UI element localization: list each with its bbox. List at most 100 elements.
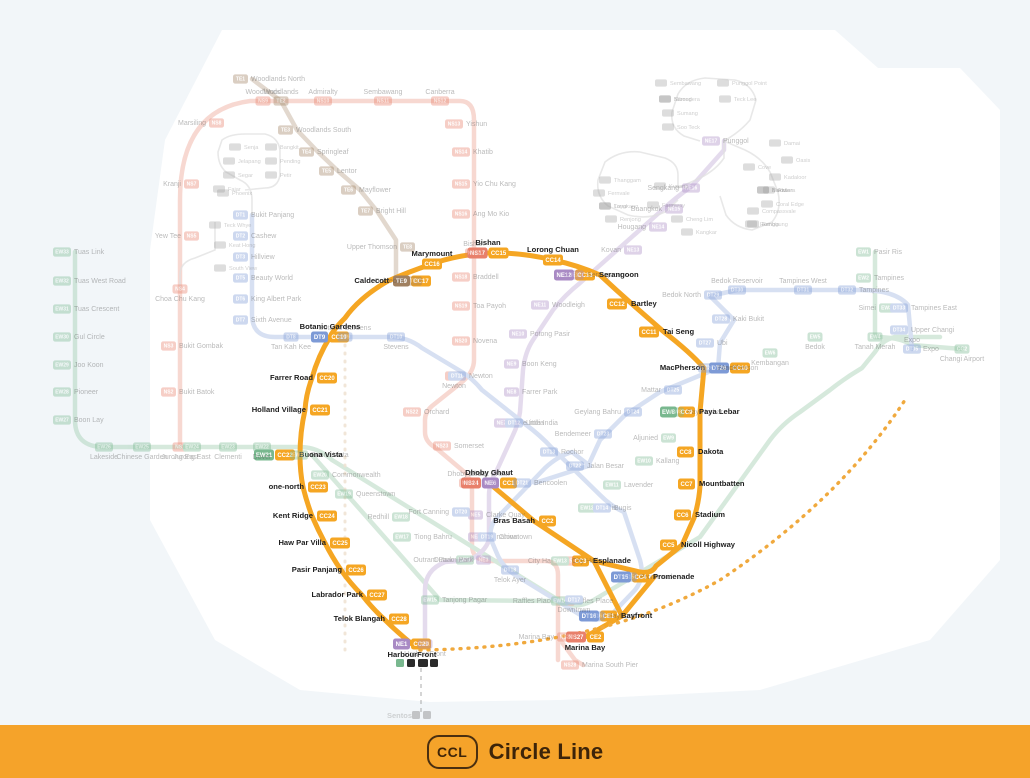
station-code-badge-dt15[interactable]: [611, 571, 631, 583]
station-code-text: NE16: [685, 186, 698, 192]
station-code-text: DT26: [712, 366, 727, 372]
station-code-text: DT19: [481, 535, 493, 541]
station-code-badge-ew8[interactable]: [660, 406, 677, 418]
station-code-badge-cc26[interactable]: [346, 564, 366, 576]
station-code-text: NS17: [468, 251, 481, 257]
station-code-badge-cc24[interactable]: [317, 510, 337, 522]
station-code-badge-te9[interactable]: [393, 275, 410, 287]
station-code-badge-cc4[interactable]: [632, 571, 649, 583]
station-label: Paya Lebar: [687, 409, 723, 416]
ccl-station-bayfront[interactable]: DT16CE1Bayfront: [579, 610, 653, 622]
station-code-badge-cc10[interactable]: [730, 362, 750, 374]
station-code-badge-cc5[interactable]: [660, 539, 677, 551]
station-code-badge-cc21[interactable]: [310, 404, 330, 416]
line-nsl: [177, 98, 561, 663]
station-code-badge: [299, 147, 314, 157]
ccl-esplanade-bayfront[interactable]: [591, 558, 625, 619]
station-code-badge-ns17[interactable]: [467, 247, 488, 259]
station-code-text: EW13: [553, 559, 567, 565]
station-code-badge-cc27[interactable]: [367, 589, 387, 601]
station-code-badge-cc14[interactable]: [543, 254, 563, 266]
station-code-text: DT31: [797, 288, 809, 294]
station-code-badge-dt9[interactable]: [311, 331, 328, 343]
station-code-badge-cc28[interactable]: [389, 613, 409, 625]
station-label: Potong Pasir: [530, 331, 571, 338]
station-code-badge-cc1[interactable]: [500, 477, 517, 489]
line-ccl-highlight[interactable]: [297, 250, 907, 652]
station-code-badge-cc16[interactable]: [422, 258, 442, 270]
station-code-badge-ce2[interactable]: [587, 631, 604, 643]
station-code-badge-cc2[interactable]: [539, 515, 556, 527]
station-code-badge: [661, 433, 676, 443]
station-code-badge-ne6[interactable]: [482, 477, 499, 489]
station-code-badge-ns27[interactable]: [566, 631, 586, 643]
station-code-badge-cc20[interactable]: [317, 372, 337, 384]
ccl-main-track[interactable]: [297, 250, 707, 647]
station-code-badge-cc13[interactable]: [575, 269, 595, 281]
station-code-badge-dt16[interactable]: [579, 610, 599, 622]
lrt-label-renjong: Renjong: [605, 215, 641, 223]
station-code-badge-cc11[interactable]: [639, 326, 659, 338]
station-code-badge-ns24[interactable]: [461, 477, 481, 489]
station-code-badge-ne12[interactable]: [554, 269, 574, 281]
ccl-station-botanic-gardens[interactable]: DT9CC19Botanic Gardens: [300, 322, 361, 343]
station-code-badge-cc23[interactable]: [308, 481, 328, 493]
station-code-badge-cc15[interactable]: [488, 247, 509, 259]
station-code-badge-cc3[interactable]: [572, 555, 589, 567]
station-code-badge-cc17[interactable]: [411, 275, 431, 287]
station-label: Beauty World: [251, 275, 293, 282]
station-code-badge-cc12[interactable]: [607, 298, 627, 310]
station-code-badge-ew21[interactable]: [254, 449, 274, 461]
ccl-station-harbourfront[interactable]: NE1CC29HarbourFront: [388, 638, 437, 660]
station-code-badge-cc7[interactable]: [678, 478, 695, 490]
station-code-badge-cc9[interactable]: [678, 406, 695, 418]
ccl-station-dhoby-ghaut[interactable]: NS24NE6CC1Dhoby Ghaut: [461, 468, 517, 489]
ccl-station-promenade[interactable]: DT15CC4Promenade: [611, 571, 694, 583]
station-code-badge-cc22[interactable]: [275, 449, 295, 461]
island-landmass: [150, 30, 1000, 702]
station-code-badge-ce1[interactable]: [600, 610, 617, 622]
station-code-text: CC2: [541, 519, 554, 525]
station-code-badge-cc25[interactable]: [330, 537, 350, 549]
station-code-badge-cc29[interactable]: [411, 638, 431, 650]
station-code-badge-dt26[interactable]: [709, 362, 729, 374]
ccl-station-bishan[interactable]: NS17CC15Bishan: [467, 238, 509, 259]
station-code-badge-cc8[interactable]: [677, 446, 694, 458]
station-code-badge-cc6[interactable]: [674, 509, 691, 521]
ccl-station-caldecott[interactable]: TE9CC17Caldecott: [354, 275, 431, 287]
station-code-badge-ne1[interactable]: [393, 638, 410, 650]
ccl-station-label: Caldecott: [354, 276, 389, 285]
station-code-badge-cc19[interactable]: [329, 331, 349, 343]
lrt-label-meridian: Meridian: [757, 186, 793, 194]
